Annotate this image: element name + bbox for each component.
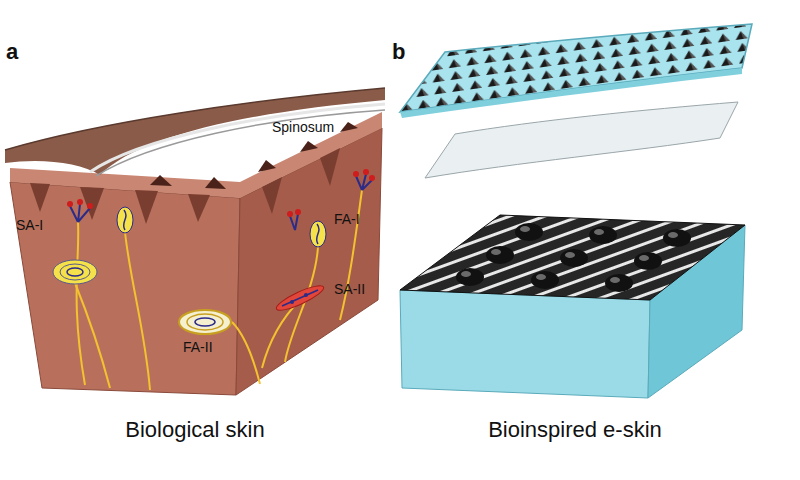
epidermis-layers [5, 88, 385, 176]
receptor-sa1 [67, 169, 375, 222]
receptor-sa2 [274, 282, 326, 315]
nerve-fibres [75, 190, 362, 390]
receptor-name: FA-II [183, 340, 213, 355]
eskin-top-sheet [400, 24, 752, 118]
layer-name: Spinosum [272, 120, 334, 135]
panel-letter: a [6, 40, 18, 64]
receptor-fa1 [117, 207, 326, 247]
eskin-middle-sheet [425, 102, 738, 178]
panel-caption: Bioinspired e-skin [488, 418, 662, 442]
receptor-name: SA-I [16, 218, 43, 233]
eskin-domes [456, 223, 691, 292]
receptor-name: SA-II [334, 282, 365, 297]
receptor-fa2 [53, 260, 231, 334]
panel-caption: Biological skin [125, 418, 264, 442]
panel-letter: b [392, 40, 405, 64]
eskin-substrate [400, 215, 745, 398]
receptor-name: FA-I [334, 212, 360, 227]
